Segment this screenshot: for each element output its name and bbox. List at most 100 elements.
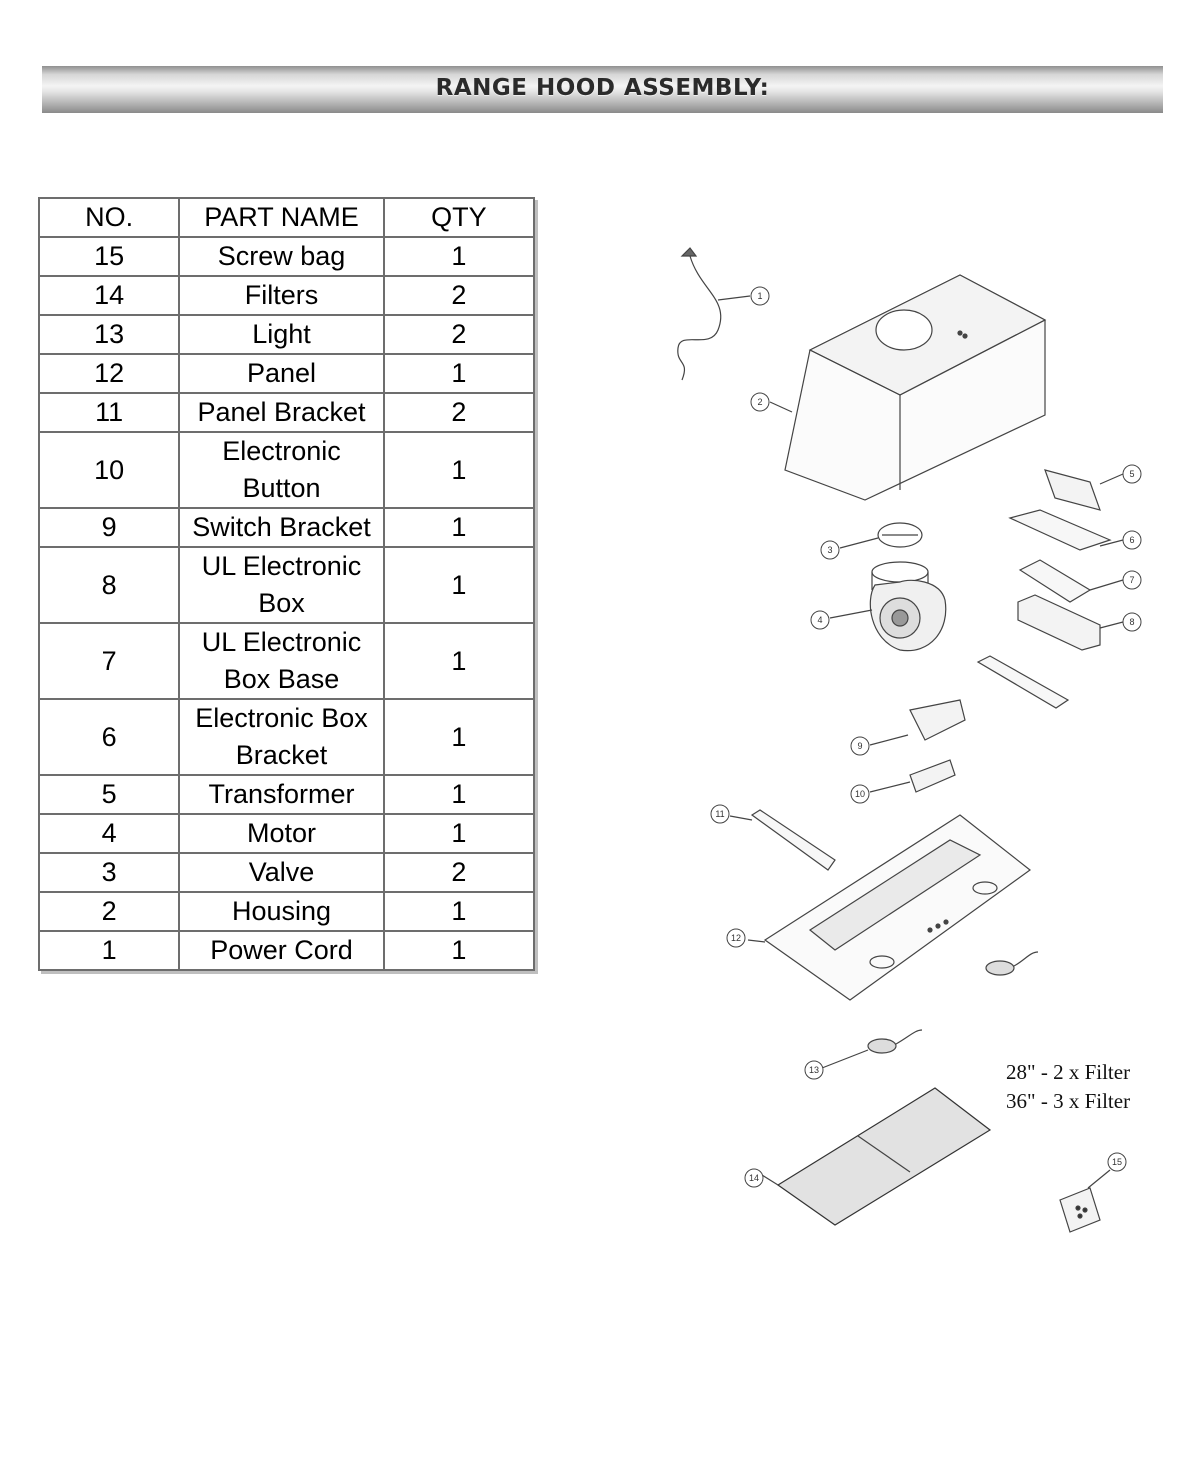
transformer-drawing — [1044, 469, 1101, 511]
callout-label: 8 — [1129, 617, 1134, 627]
valve-drawing — [877, 522, 923, 548]
ul-box-base-drawing — [1018, 559, 1092, 603]
part-name: Panel Bracket — [178, 392, 385, 433]
panel-bracket-drawing — [750, 809, 836, 871]
part-name: Panel — [178, 353, 385, 394]
callout-circle — [820, 540, 840, 560]
callout-leader — [839, 537, 879, 549]
callout-leader — [869, 781, 911, 793]
callout-label: 5 — [1129, 469, 1134, 479]
callout-label: 10 — [855, 789, 865, 799]
part-qty: 1 — [382, 353, 536, 394]
callout-leader — [1089, 579, 1124, 591]
callout-label: 14 — [749, 1173, 759, 1183]
part-name: UL Electronic Box Base — [178, 622, 385, 700]
part-qty: 1 — [382, 891, 536, 932]
housing-drawing — [784, 274, 1047, 501]
switch-bracket-drawing — [909, 699, 966, 741]
callout-leader — [761, 1174, 779, 1186]
part-qty: 2 — [382, 275, 536, 316]
callout-circle — [750, 392, 770, 412]
callout-label: 1 — [757, 291, 762, 301]
callout-leader — [869, 734, 909, 746]
light-13-drawing — [867, 1029, 923, 1054]
callout-circle — [850, 736, 870, 756]
callout-leader — [1087, 1169, 1111, 1189]
callout-label: 15 — [1112, 1157, 1122, 1167]
callout-leader — [1099, 539, 1124, 547]
part-no: 12 — [37, 353, 181, 394]
part-name: Screw bag — [178, 236, 385, 277]
part-qty: 1 — [382, 622, 536, 700]
part-no: 15 — [37, 236, 181, 277]
callout-label: 13 — [809, 1065, 819, 1075]
part-qty: 1 — [382, 431, 536, 509]
callout-label: 4 — [817, 615, 822, 625]
part-no: 8 — [37, 546, 181, 624]
callout-leader — [729, 815, 753, 821]
part-no: 9 — [37, 507, 181, 548]
filter-note: 28" - 2 x Filter 36" - 3 x Filter — [1006, 1058, 1130, 1116]
callout-label: 11 — [715, 809, 724, 819]
callout-leader — [829, 609, 873, 619]
header-banner: RANGE HOOD ASSEMBLY: — [42, 66, 1163, 113]
callout-circle — [1107, 1152, 1127, 1172]
panel-drawing — [763, 814, 1031, 1001]
part-no: 4 — [37, 813, 181, 854]
callout-circle — [850, 784, 870, 804]
part-name: Power Cord — [178, 930, 385, 971]
callout-leader — [821, 1049, 869, 1069]
callout-circle — [750, 286, 770, 306]
part-qty: 1 — [382, 236, 536, 277]
part-name: Switch Bracket — [178, 507, 385, 548]
part-no: 5 — [37, 774, 181, 815]
part-qty: 1 — [382, 774, 536, 815]
part-name: Valve — [178, 852, 385, 893]
filter-note-line: 36" - 3 x Filter — [1006, 1089, 1131, 1113]
callout-circle — [726, 928, 746, 948]
part-qty: 1 — [382, 698, 536, 776]
motor-drawing — [869, 561, 947, 652]
callout-label: 9 — [857, 741, 862, 751]
light-drawing — [985, 951, 1039, 976]
bracket-drawing — [976, 655, 1070, 709]
callout-label: 12 — [731, 933, 741, 943]
callout-circle — [1122, 530, 1142, 550]
power-cord-drawing — [677, 247, 722, 381]
part-no: 14 — [37, 275, 181, 316]
part-qty: 1 — [382, 930, 536, 971]
callout-label: 2 — [757, 397, 762, 407]
part-no: 1 — [37, 930, 181, 971]
callout-circle — [1122, 612, 1142, 632]
callout-leader — [1099, 473, 1124, 485]
part-name: Light — [178, 314, 385, 355]
part-name: Electronic Box Bracket — [178, 698, 385, 776]
callout-label: 7 — [1129, 575, 1134, 585]
callout-circle — [804, 1060, 824, 1080]
part-name: UL Electronic Box — [178, 546, 385, 624]
part-no: 7 — [37, 622, 181, 700]
callout-label: 6 — [1129, 535, 1134, 545]
part-no: 3 — [37, 852, 181, 893]
filter-note-line: 28" - 2 x Filter — [1006, 1060, 1131, 1084]
part-name: Housing — [178, 891, 385, 932]
part-qty: 1 — [382, 546, 536, 624]
part-qty: 2 — [382, 392, 536, 433]
part-name: Transformer — [178, 774, 385, 815]
part-no: 10 — [37, 431, 181, 509]
callout-label: 3 — [827, 545, 832, 555]
